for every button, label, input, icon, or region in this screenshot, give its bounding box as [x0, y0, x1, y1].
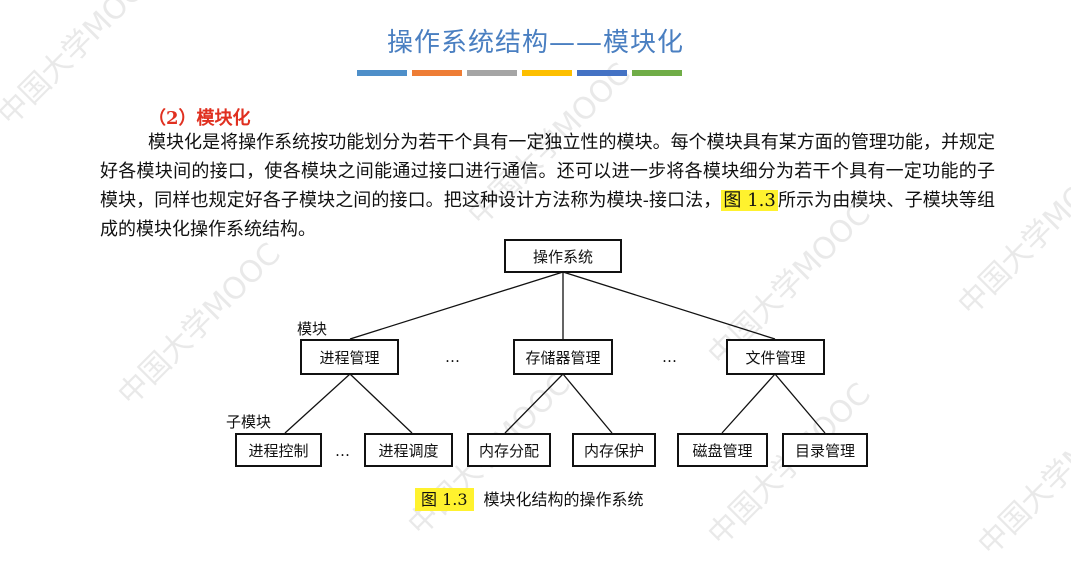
accent-bar	[522, 70, 572, 76]
submodule-box: 目录管理	[782, 433, 868, 467]
caption-text: 模块化结构的操作系统	[483, 490, 644, 509]
module-box: 存储器管理	[513, 339, 613, 375]
connector-line	[504, 373, 564, 434]
ellipsis: …	[445, 348, 460, 366]
accent-bars	[357, 70, 682, 76]
connector-line	[284, 373, 351, 434]
ellipsis: …	[335, 442, 350, 460]
accent-bar	[412, 70, 462, 76]
slide-title: 操作系统结构——模块化	[386, 28, 684, 58]
submodule-box: 内存分配	[467, 433, 551, 467]
ellipsis: …	[662, 348, 677, 366]
root-box: 操作系统	[504, 239, 622, 273]
submodule-box: 内存保护	[572, 433, 656, 467]
figure-reference: 图 1.3	[721, 190, 778, 211]
connector-line	[562, 271, 776, 340]
caption-figure-label: 图 1.3	[415, 488, 474, 511]
diagram-connectors	[284, 271, 826, 434]
connector-line	[721, 373, 776, 434]
accent-bar	[357, 70, 407, 76]
accent-bar	[632, 70, 682, 76]
connector-line	[349, 373, 413, 434]
accent-bar	[577, 70, 627, 76]
submodule-box: 进程控制	[235, 433, 322, 467]
module-box: 文件管理	[726, 339, 825, 375]
submodule-box: 磁盘管理	[677, 433, 768, 467]
module-box: 进程管理	[300, 339, 399, 375]
submodule-box: 进程调度	[364, 433, 453, 467]
connector-line	[349, 271, 564, 340]
paragraph-text: 模块化是将操作系统按功能划分为若干个具有一定独立性的模块。每个模块具有某方面的管…	[100, 132, 995, 211]
accent-bar	[467, 70, 517, 76]
submodule-label: 子模块	[226, 413, 272, 431]
paragraph-text-end: 所示为由模块、子模块等组成的模块化操作系统结构。	[100, 190, 995, 240]
connector-line	[562, 373, 613, 434]
module-label: 模块	[297, 320, 328, 338]
connector-line	[774, 373, 826, 434]
figure-caption: 图 1.3 模块化结构的操作系统	[415, 486, 644, 511]
section-heading: （2）模块化	[148, 108, 251, 129]
body-paragraph: 模块化是将操作系统按功能划分为若干个具有一定独立性的模块。每个模块具有某方面的管…	[100, 128, 995, 244]
